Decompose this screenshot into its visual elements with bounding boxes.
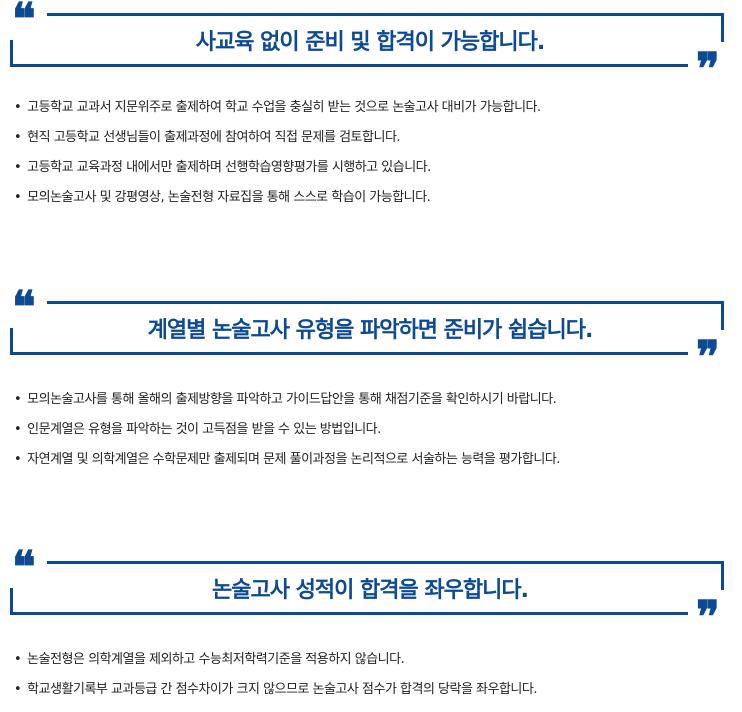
list-item: 고등학교 교과서 지문위주로 출제하여 학교 수업을 충실히 받는 것으로 논술… xyxy=(14,100,541,116)
close-quote-icon: ❞ xyxy=(696,44,720,95)
section-frame xyxy=(10,301,724,355)
list-item: 모의논술고사 및 강평영상, 논술전형 자료집을 통해 스스로 학습이 가능합니… xyxy=(14,190,541,206)
list-item: 자연계열 및 의학계열은 수학문제만 출제되며 문제 풀이과정을 논리적으로 서… xyxy=(14,452,560,468)
open-quote-icon: ❝ xyxy=(12,542,36,593)
section-title: 계열별 논술고사 유형을 파악하면 준비가 쉽습니다. xyxy=(147,318,594,343)
list-item: 고등학교 교육과정 내에서만 출제하며 선행학습영향평가를 시행하고 있습니다. xyxy=(14,160,541,176)
list-item: 인문계열은 유형을 파악하는 것이 고득점을 받을 수 있는 방법입니다. xyxy=(14,422,560,438)
open-quote-icon: ❝ xyxy=(12,282,36,333)
bullet-list: 고등학교 교과서 지문위주로 출제하여 학교 수업을 충실히 받는 것으로 논술… xyxy=(14,100,541,220)
section-frame xyxy=(10,13,724,67)
list-item: 논술전형은 의학계열을 제외하고 수능최저학력기준을 적용하지 않습니다. xyxy=(14,652,537,668)
list-item: 현직 고등학교 선생님들이 출제과정에 참여하여 직접 문제를 검토합니다. xyxy=(14,130,541,146)
section-title: 사교육 없이 준비 및 합격이 가능합니다. xyxy=(195,30,546,55)
list-item: 모의논술고사를 통해 올해의 출제방향을 파악하고 가이드답안을 통해 채점기준… xyxy=(14,392,560,408)
list-item: 학교생활기록부 교과등급 간 점수차이가 크지 않으므로 논술고사 점수가 합격… xyxy=(14,682,537,698)
close-quote-icon: ❞ xyxy=(696,592,720,643)
bullet-list: 논술전형은 의학계열을 제외하고 수능최저학력기준을 적용하지 않습니다. 학교… xyxy=(14,652,537,712)
open-quote-icon: ❝ xyxy=(12,0,36,45)
close-quote-icon: ❞ xyxy=(696,332,720,383)
section-frame xyxy=(10,561,724,615)
bullet-list: 모의논술고사를 통해 올해의 출제방향을 파악하고 가이드답안을 통해 채점기준… xyxy=(14,392,560,482)
section-title: 논술고사 성적이 합격을 좌우합니다. xyxy=(212,578,529,603)
